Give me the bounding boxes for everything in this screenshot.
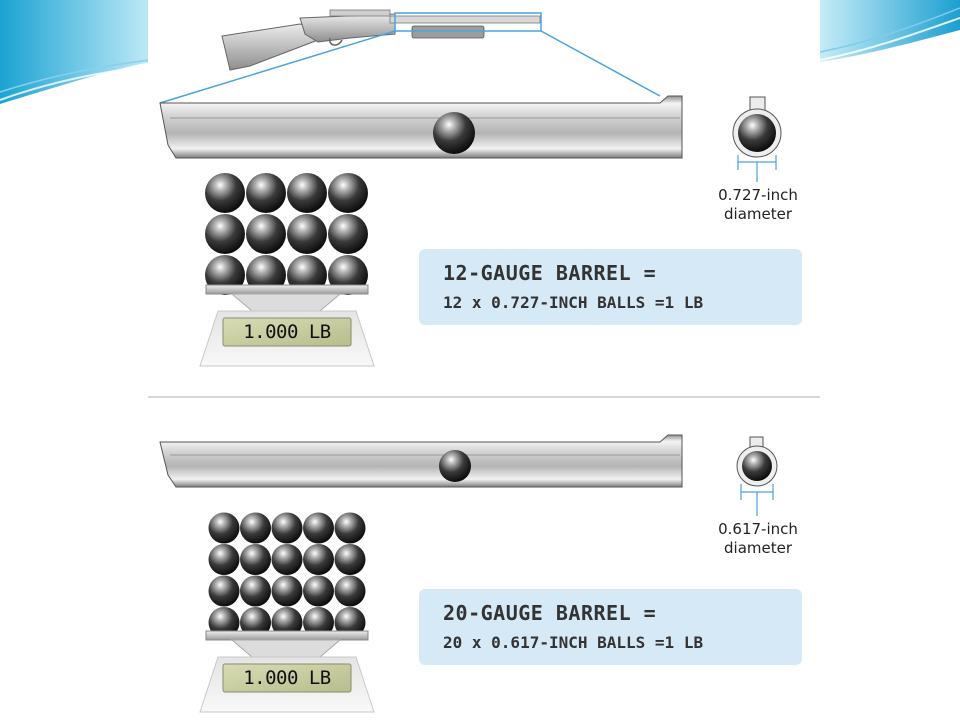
barrel-end-icon [736,436,778,516]
lead-ball-icon [240,607,271,638]
lead-ball-icon [271,512,303,544]
lead-ball-icon [303,512,334,544]
diameter-word: diameter [724,539,792,557]
lead-ball-icon [271,544,303,575]
ball-stack [208,512,366,638]
zoom-callout [159,12,661,104]
lead-ball-icon [240,512,271,544]
lead-ball-icon [205,173,245,213]
lead-ball-icon [240,544,271,575]
left-swoosh [0,0,151,104]
lead-ball-icon [208,607,240,638]
gauge-formula: 12 x 0.727-INCH BALLS =1 LB [443,293,704,312]
lead-ball-icon [246,214,286,254]
lead-ball-icon [208,544,240,575]
barrel-icon [159,434,683,488]
lead-ball-icon [303,544,334,575]
lead-ball-icon [287,214,327,254]
diameter-value: 0.617-inch [718,520,798,538]
lead-ball-icon [208,575,240,607]
digital-scale-icon [199,284,375,367]
lead-ball-icon [328,173,368,213]
diameter-value: 0.727-inch [718,186,798,204]
lead-ball-icon [271,575,303,607]
lead-ball-icon [439,450,471,482]
gauge-info-box: 20-GAUGE BARREL = 20 x 0.617-INCH BALLS … [419,589,802,665]
lead-ball-icon [208,512,240,544]
lead-ball-icon [334,512,366,544]
barrel-end-icon [732,96,782,182]
diameter-label: 0.727-inch diameter [688,186,828,224]
lead-ball-icon [287,173,327,213]
lead-ball-icon [240,575,271,607]
gauge-title: 12-GAUGE BARREL = [443,261,657,285]
lead-ball-icon [334,544,366,575]
lead-ball-icon [303,575,334,607]
lead-ball-icon [433,112,475,154]
lead-ball-icon [334,575,366,607]
diameter-label: 0.617-inch diameter [688,520,828,558]
right-swoosh [819,0,960,62]
gauge-formula: 20 x 0.617-INCH BALLS =1 LB [443,633,704,652]
gauge-title: 20-GAUGE BARREL = [443,601,657,625]
diameter-word: diameter [724,205,792,223]
lead-ball-icon [328,214,368,254]
lead-ball-icon [334,607,366,638]
lead-ball-icon [205,214,245,254]
lead-ball-icon [246,173,286,213]
lead-ball-icon [271,607,303,638]
barrel-icon [159,95,683,159]
gauge-info-box: 12-GAUGE BARREL = 12 x 0.727-INCH BALLS … [419,249,802,325]
scale-readout: 1.000 LB [243,321,331,343]
digital-scale-icon [199,630,375,713]
lead-ball-icon [303,607,334,638]
scale-readout: 1.000 LB [243,667,331,689]
